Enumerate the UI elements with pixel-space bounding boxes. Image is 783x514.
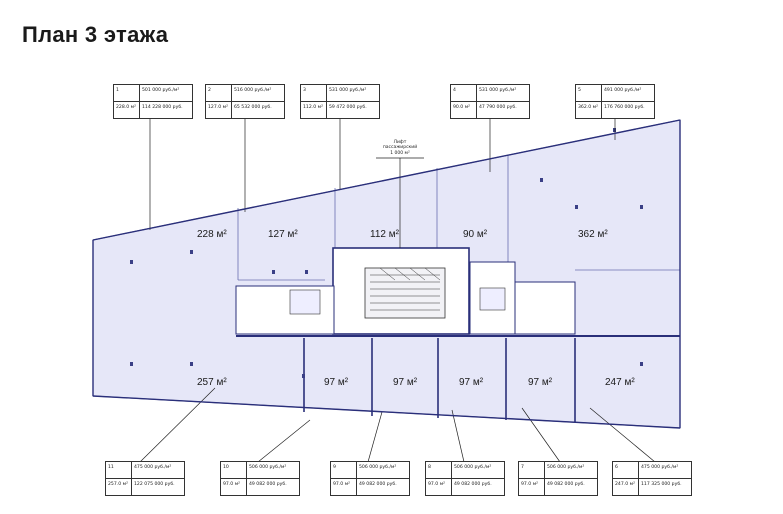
lift-note-line3: 1 000 м²: [390, 150, 410, 156]
unit-total: 122 075 000 руб.: [134, 481, 175, 487]
unit-number: 10: [221, 462, 247, 478]
unit-total: 65 532 000 руб.: [234, 104, 272, 110]
unit-total: 49 082 000 руб.: [547, 481, 585, 487]
lift-note: Лифт пассажирский 1 000 м²: [370, 140, 430, 156]
area-label-1: 228 м²: [197, 229, 227, 240]
unit-total: 176 760 000 руб.: [604, 104, 645, 110]
area-label-10: 97 м²: [528, 377, 553, 388]
unit-total: 59 472 000 руб.: [329, 104, 367, 110]
area-label-8: 97 м²: [393, 377, 418, 388]
unit-price: 506 000 руб./м²: [454, 465, 492, 470]
unit-area: 97.0 м²: [221, 478, 247, 495]
area-label-6: 257 м²: [197, 377, 227, 388]
lower-units: [236, 335, 680, 422]
unit-area: 228.0 м²: [114, 101, 140, 118]
unit-total: 49 082 000 руб.: [359, 481, 397, 487]
unit-total: 117 325 000 руб.: [641, 481, 682, 487]
unit-price: 506 000 руб./м²: [249, 465, 287, 470]
unit-total: 47 790 000 руб.: [479, 104, 517, 110]
unit-price: 506 000 руб./м²: [359, 465, 397, 470]
area-label-3: 112 м²: [370, 229, 399, 240]
page-title: План 3 этажа: [22, 22, 169, 47]
unit-area: 97.0 м²: [331, 478, 357, 495]
unit-number: 7: [519, 462, 545, 478]
unit-price: 506 000 руб./м²: [547, 465, 585, 470]
unit-area: 247.0 м²: [613, 478, 639, 495]
unit-total: 49 082 000 руб.: [249, 481, 287, 487]
area-label-2: 127 м²: [268, 229, 298, 240]
unit-price: 491 000 руб./м²: [604, 88, 642, 93]
unit-area: 90.0 м²: [451, 101, 477, 118]
area-label-4: 90 м²: [463, 229, 488, 240]
unit-area: 362.0 м²: [576, 101, 602, 118]
unit-total: 49 082 000 руб.: [454, 481, 492, 487]
unit-area: 127.0 м²: [206, 101, 232, 118]
lift-note-line2: пассажирский: [382, 145, 418, 151]
unit-price: 531 000 руб./м²: [329, 88, 367, 93]
unit-price: 531 000 руб./м²: [479, 88, 517, 93]
unit-number: 8: [426, 462, 452, 478]
unit-price: 501 000 руб./м²: [142, 88, 180, 93]
unit-total: 114 228 000 руб.: [142, 104, 183, 110]
unit-area: 112.0 м²: [301, 101, 327, 118]
unit-number: 1: [114, 85, 140, 101]
unit-number: 2: [206, 85, 232, 101]
lift-note-line1: Лифт: [393, 140, 407, 145]
area-label-7: 97 м²: [324, 377, 349, 388]
unit-price: 475 000 руб./м²: [641, 465, 679, 470]
exterior-wall: [92, 119, 681, 429]
unit-price: 475 000 руб./м²: [134, 465, 172, 470]
unit-number: 5: [576, 85, 602, 101]
unit-number: 9: [331, 462, 357, 478]
unit-area: 257.0 м²: [106, 478, 132, 495]
unit-number: 3: [301, 85, 327, 101]
area-label-5: 362 м²: [578, 229, 608, 240]
area-label-9: 97 м²: [459, 377, 484, 388]
building-core: [235, 247, 576, 335]
area-label-11: 247 м²: [605, 377, 635, 388]
unit-number: 11: [106, 462, 132, 478]
leader-lines: [139, 118, 656, 463]
unit-area: 97.0 м²: [426, 478, 452, 495]
unit-number: 6: [613, 462, 639, 478]
unit-area: 97.0 м²: [519, 478, 545, 495]
unit-price: 516 000 руб./м²: [234, 88, 272, 93]
unit-number: 4: [451, 85, 477, 101]
columns: [130, 128, 643, 378]
